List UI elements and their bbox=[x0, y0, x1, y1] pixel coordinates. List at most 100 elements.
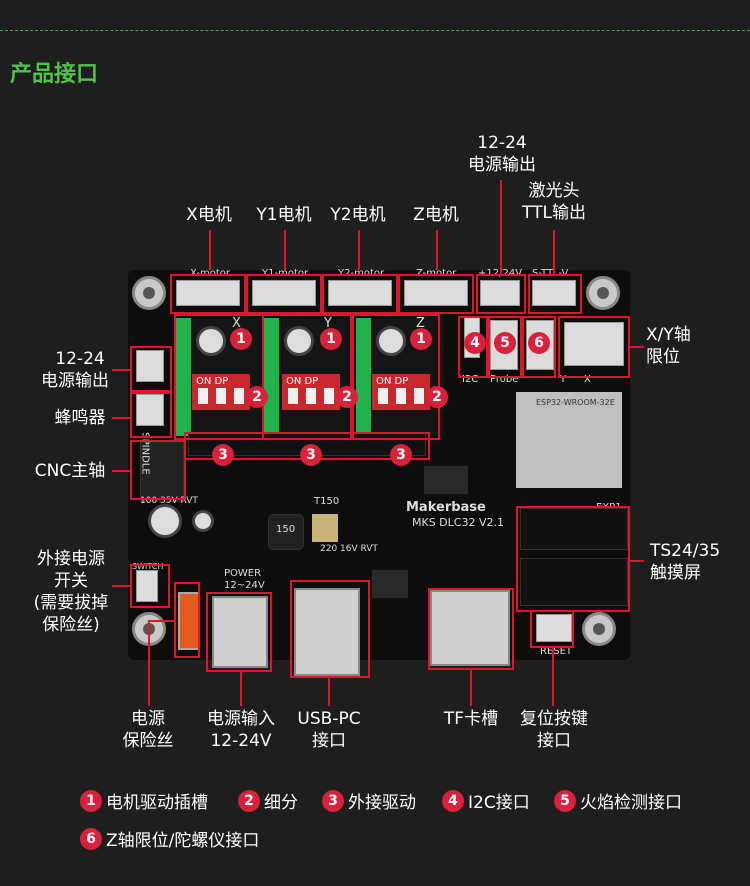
limit-x-silk: X bbox=[584, 374, 591, 385]
dip-label: ON DP bbox=[376, 376, 409, 387]
y2-motor-silk: Y2-motor bbox=[338, 268, 385, 279]
label-buzzer: 蜂鸣器 bbox=[54, 408, 106, 428]
box-i2c bbox=[458, 316, 488, 378]
leader-reset bbox=[552, 648, 554, 706]
box-spindle bbox=[130, 440, 186, 500]
reset-connector bbox=[536, 614, 572, 642]
tf-card-slot[interactable] bbox=[430, 590, 510, 666]
leader-power-out bbox=[500, 180, 502, 274]
exp2-header bbox=[520, 558, 628, 606]
label-switch-a: 外接电源 bbox=[37, 549, 105, 569]
z-motor-silk: Z-motor bbox=[416, 268, 457, 279]
power-input-jack bbox=[212, 596, 268, 668]
reset-silk: RESET bbox=[540, 646, 573, 657]
box-y2-motor bbox=[322, 274, 398, 314]
leader-x-motor bbox=[209, 230, 211, 270]
marker-4: 4 bbox=[464, 332, 486, 354]
axis-y-silk: Y bbox=[324, 316, 332, 331]
capacitor-y bbox=[284, 326, 314, 356]
leader-usb bbox=[328, 678, 330, 706]
z-dip-switch[interactable]: ON DP bbox=[372, 374, 430, 410]
label-laser-a: 激光头 bbox=[528, 181, 580, 201]
box-x-motor bbox=[170, 274, 246, 314]
dip-label: ON DP bbox=[196, 376, 229, 387]
label-usb-a: USB-PC bbox=[297, 709, 361, 729]
leader-xy-limit bbox=[630, 346, 644, 348]
mount-hole-br bbox=[582, 612, 616, 646]
y-dip-switch[interactable]: ON DP bbox=[282, 374, 340, 410]
label-left-power-a: 12-24 bbox=[55, 349, 105, 369]
box-flame bbox=[488, 316, 522, 378]
x-dip-switch[interactable]: ON DP bbox=[192, 374, 250, 410]
box-left-power-out bbox=[130, 346, 172, 392]
box-power-input bbox=[206, 592, 272, 672]
label-xy-limit-b: 限位 bbox=[646, 347, 680, 367]
marker-1-x: 1 bbox=[230, 328, 252, 350]
usb-port[interactable] bbox=[294, 588, 360, 676]
mount-hole-tl bbox=[132, 276, 166, 310]
legend-item-5: 5 火焰检测接口 bbox=[554, 788, 682, 813]
leader-power-input bbox=[240, 672, 242, 706]
leader-fuse-h bbox=[148, 620, 174, 622]
capacitor-x bbox=[196, 326, 226, 356]
label-xy-limit-a: X/Y轴 bbox=[646, 325, 691, 345]
limit-y-silk: Y bbox=[560, 374, 567, 385]
capacitor-small bbox=[192, 510, 214, 532]
top-divider bbox=[0, 30, 750, 31]
label-spindle: CNC主轴 bbox=[34, 461, 106, 481]
box-usb bbox=[290, 580, 370, 678]
marker-3-c: 3 bbox=[390, 444, 412, 466]
marker-3-b: 3 bbox=[300, 444, 322, 466]
probe-silk: Probe bbox=[490, 374, 519, 385]
label-reset-a: 复位按键 bbox=[520, 709, 588, 729]
box-z-motor bbox=[398, 274, 474, 314]
t150-silk: T150 bbox=[314, 496, 340, 507]
marker-5: 5 bbox=[494, 332, 516, 354]
exp1-header bbox=[520, 508, 628, 550]
cap-small-silk: 100 35V RVT bbox=[140, 496, 198, 506]
marker-2-y: 2 bbox=[336, 386, 358, 408]
legend-num: 4 bbox=[442, 789, 464, 812]
power-range-silk: 12~24V bbox=[224, 580, 265, 591]
marker-2-x: 2 bbox=[246, 386, 268, 408]
label-power-out-top-b: 电源输出 bbox=[468, 155, 536, 175]
box-buzzer bbox=[130, 392, 172, 438]
label-power-out-top-a: 12-24 bbox=[477, 133, 527, 153]
leader-y2-motor bbox=[358, 230, 360, 270]
y1-motor-silk: Y1-motor bbox=[262, 268, 309, 279]
box-reset bbox=[530, 610, 574, 648]
leader-laser bbox=[553, 230, 555, 274]
usb-chip bbox=[372, 570, 408, 598]
label-switch-b: 开关 bbox=[54, 571, 88, 591]
y1-motor-connector bbox=[252, 280, 316, 306]
box-y-driver bbox=[262, 314, 352, 440]
y-driver-header bbox=[264, 318, 279, 436]
legend-num: 5 bbox=[554, 789, 576, 812]
ttl-connector bbox=[532, 280, 576, 306]
leader-buzzer bbox=[112, 417, 130, 419]
leader-touchscreen bbox=[630, 560, 644, 562]
legend-text: 火焰检测接口 bbox=[580, 793, 682, 813]
marker-1-z: 1 bbox=[410, 328, 432, 350]
label-ts-b: 触摸屏 bbox=[650, 563, 701, 583]
legend-num: 6 bbox=[80, 827, 102, 850]
i2c-silk: I2C bbox=[462, 374, 479, 385]
switch-silk: SWITCH bbox=[132, 562, 164, 571]
label-y1-motor: Y1电机 bbox=[256, 205, 312, 225]
legend-text: 电机驱动插槽 bbox=[106, 793, 208, 813]
brand-silk: Makerbase bbox=[406, 500, 486, 515]
marker-3-a: 3 bbox=[212, 444, 234, 466]
leader-switch bbox=[112, 585, 130, 587]
label-power-in-b: 12-24V bbox=[210, 731, 272, 751]
spindle-terminal bbox=[140, 440, 184, 502]
inductor-silk: 150 bbox=[276, 524, 296, 535]
electrolytic-cap bbox=[312, 514, 338, 542]
box-xy-limit bbox=[558, 316, 630, 378]
left-power-out-connector bbox=[136, 350, 164, 382]
esp32-silk: ESP32-WROOM-32E bbox=[536, 398, 615, 407]
leader-left-power bbox=[112, 369, 130, 371]
leader-fuse bbox=[148, 620, 150, 706]
box-touchscreen bbox=[516, 506, 630, 612]
leader-z-motor bbox=[436, 230, 438, 270]
legend-item-4: 4 I2C接口 bbox=[442, 788, 530, 813]
